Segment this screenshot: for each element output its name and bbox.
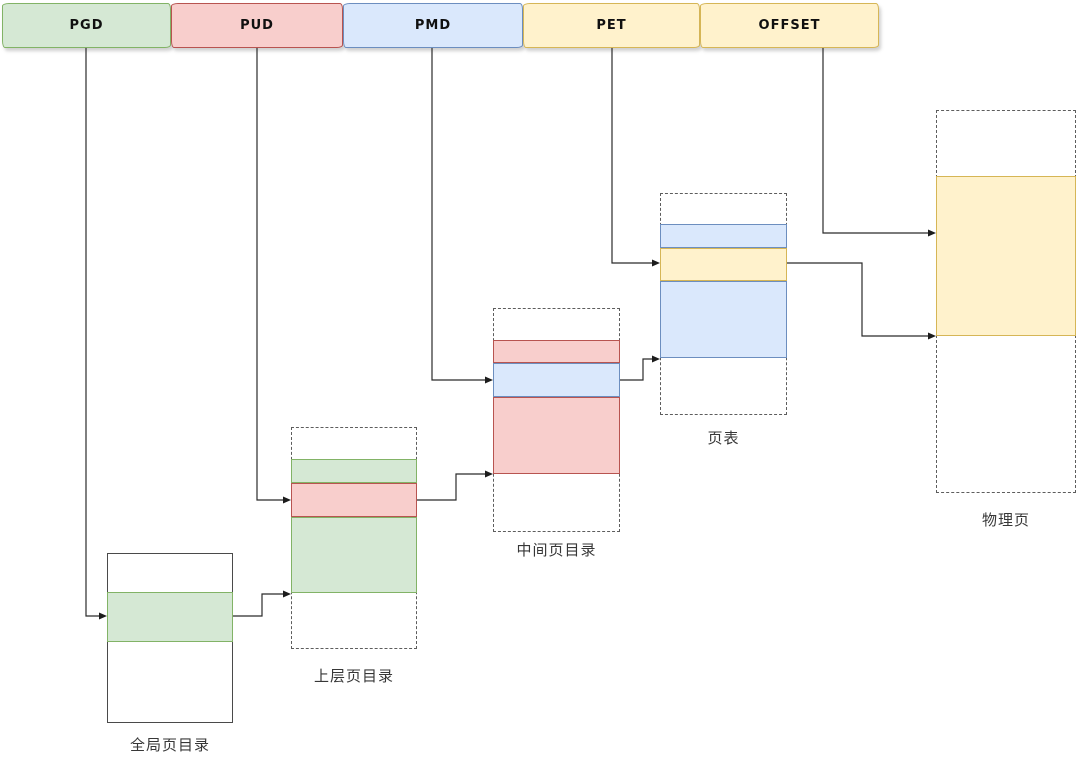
bar-segment-pud-label: PUD <box>240 18 274 33</box>
connector-page-table-to-physical-page <box>787 262 936 340</box>
global-page-directory-box <box>107 553 233 723</box>
middle-page-directory-box <box>493 308 620 532</box>
page-table-selected-entry <box>660 248 787 281</box>
connector-global-dir-to-upper-dir <box>233 590 291 617</box>
bar-segment-pet-label: PET <box>596 18 627 33</box>
upper-page-directory-label: 上层页目录 <box>313 667 394 685</box>
connector-middle-dir-to-page-table <box>620 355 660 381</box>
connector-offset-to-physical-page <box>822 48 936 237</box>
middle-dir-region-top <box>493 340 620 363</box>
page-table-region-bottom <box>660 281 787 358</box>
page-table-region-top <box>660 224 787 248</box>
physical-page-box <box>936 110 1076 493</box>
physical-page-label: 物理页 <box>981 511 1030 529</box>
bar-segment-offset-label: OFFSET <box>758 18 821 33</box>
bar-segment-pmd: PMD <box>343 3 523 48</box>
upper-dir-region-top <box>291 459 417 483</box>
global-dir-selected-entry <box>107 592 233 642</box>
connector-upper-dir-to-middle-dir <box>417 470 493 501</box>
virtual-address-bar: PGD PUD PMD PET OFFSET <box>0 3 880 48</box>
connector-pmd-to-middle-dir <box>431 48 493 384</box>
middle-dir-region-bottom <box>493 397 620 474</box>
bar-segment-pgd: PGD <box>2 3 171 48</box>
middle-page-directory-label: 中间页目录 <box>516 541 597 559</box>
page-table-box <box>660 193 787 415</box>
connector-pgd-to-global-dir <box>85 48 107 620</box>
global-page-directory-label: 全局页目录 <box>129 736 210 754</box>
bar-segment-pud: PUD <box>171 3 343 48</box>
upper-dir-region-bottom <box>291 517 417 593</box>
connector-pet-to-page-table <box>611 48 660 267</box>
bar-segment-offset: OFFSET <box>700 3 879 48</box>
bar-segment-pgd-label: PGD <box>69 18 104 33</box>
physical-page-frame <box>936 176 1076 336</box>
page-table-label: 页表 <box>707 429 740 447</box>
bar-segment-pet: PET <box>523 3 700 48</box>
connector-pud-to-upper-dir <box>256 48 291 504</box>
upper-dir-selected-entry <box>291 483 417 517</box>
bar-segment-pmd-label: PMD <box>414 18 452 33</box>
upper-page-directory-box <box>291 427 417 649</box>
middle-dir-selected-entry <box>493 363 620 397</box>
